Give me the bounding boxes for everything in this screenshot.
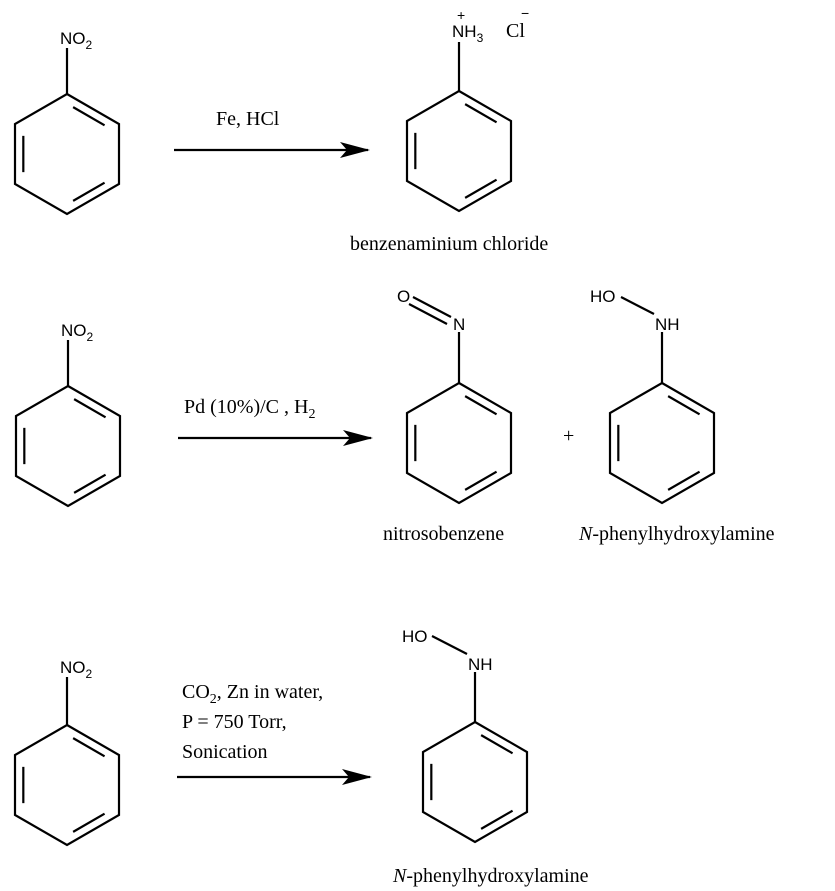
ammonium-group-label: NH3 [452, 22, 484, 45]
ring-double-bond [73, 473, 107, 494]
ring-double-bond [667, 395, 701, 416]
ring-double-bond [464, 178, 498, 199]
n-o-double-bond-a [412, 296, 452, 318]
nitroso-n-label: N [453, 315, 465, 334]
ring-double-bond [72, 106, 106, 127]
ring-outline [14, 384, 122, 508]
product-name-benzenaminium-chloride: benzenaminium chloride [350, 233, 548, 255]
nitrobenzene-reactant-3: NO2 [13, 658, 121, 847]
phenylhydroxylamine-product-1: NH HO [590, 287, 716, 505]
ring-double-bond [73, 398, 107, 419]
product-name-phenylhydroxylamine-1: N-phenylhydroxylamine [578, 523, 775, 545]
nitro-group-label: NO2 [60, 658, 93, 681]
ring-double-bond [464, 103, 498, 124]
ho-label: HO [590, 287, 616, 306]
reaction-3-conditions-line-1: CO2, Zn in water, [182, 681, 323, 707]
product-name-phenylhydroxylamine-2: N-phenylhydroxylamine [392, 865, 589, 887]
nh-label: NH [655, 315, 680, 334]
positive-charge: + [457, 7, 465, 23]
nitro-group-label: NO2 [60, 29, 93, 52]
ring-outline [421, 720, 529, 844]
benzene-ring [14, 384, 122, 508]
reaction-2-conditions: Pd (10%)/C , H2 [184, 396, 315, 422]
n-o-bond [431, 635, 468, 655]
n-o-bond [620, 296, 655, 315]
ring-double-bond [72, 812, 106, 833]
phenylhydroxylamine-product-2: NH HO [402, 627, 529, 844]
ring-outline [13, 723, 121, 847]
ring-double-bond [667, 470, 701, 491]
n-o-double-bond-b [408, 303, 448, 325]
nitrobenzene-reactant-2: NO2 [14, 321, 122, 508]
reaction-1: NO2 Fe, HCl NH3 + Cl − benzenaminium chl… [13, 5, 548, 255]
nitrosobenzene-product: N O [397, 287, 513, 505]
ring-double-bond [480, 734, 514, 755]
nitro-group-label: NO2 [61, 321, 94, 344]
benzene-ring [13, 92, 121, 216]
plus-sign: + [563, 425, 574, 447]
ring-double-bond [464, 470, 498, 491]
ring-outline [13, 92, 121, 216]
benzenaminium-chloride-product: NH3 + Cl − [405, 5, 529, 213]
benzene-ring [608, 381, 716, 505]
reaction-3-conditions-line-3: Sonication [182, 741, 268, 763]
reaction-1-conditions: Fe, HCl [216, 108, 280, 130]
reaction-3-conditions-line-2: P = 750 Torr, [182, 711, 287, 733]
ring-outline [405, 89, 513, 213]
chloride-counterion: Cl [506, 20, 525, 42]
ring-double-bond [464, 395, 498, 416]
ring-outline [608, 381, 716, 505]
product-name-nitrosobenzene: nitrosobenzene [383, 523, 504, 545]
reaction-2: NO2 Pd (10%)/C , H2 N O nitrosobenzene +… [14, 287, 775, 545]
negative-charge: − [521, 5, 529, 21]
nitrobenzene-reactant-1: NO2 [13, 29, 121, 216]
nitroso-o-label: O [397, 287, 410, 306]
ho-label: HO [402, 627, 428, 646]
benzene-ring [405, 89, 513, 213]
reaction-3: NO2 CO2, Zn in water, P = 750 Torr, Soni… [13, 627, 589, 887]
benzene-ring [13, 723, 121, 847]
ring-double-bond [480, 809, 514, 830]
ring-double-bond [72, 737, 106, 758]
benzene-ring [405, 381, 513, 505]
ring-double-bond [72, 181, 106, 202]
nh-label: NH [468, 655, 493, 674]
ring-outline [405, 381, 513, 505]
benzene-ring [421, 720, 529, 844]
